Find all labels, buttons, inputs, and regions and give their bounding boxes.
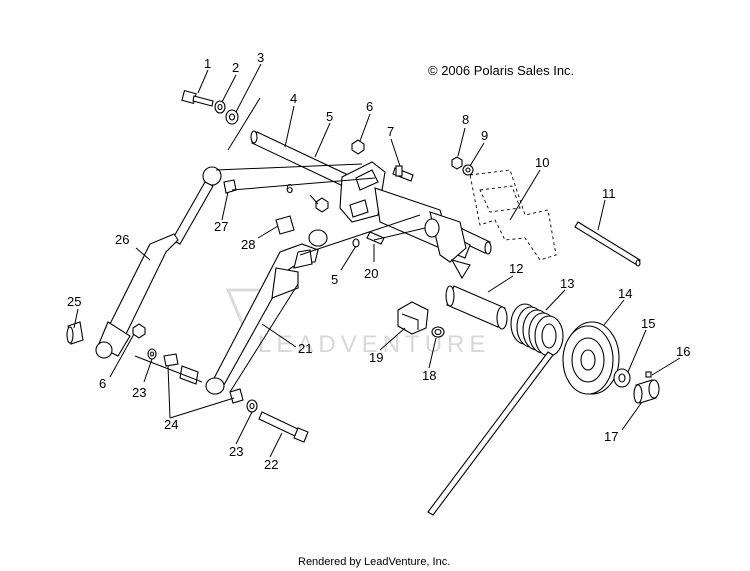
watermark-text: LEADVENTURE [258,331,490,358]
callout-26: 26 [115,232,129,247]
part-front-arm-5 [339,161,471,280]
part-a-arm-21 [205,229,328,395]
callout-13: 13 [560,276,574,291]
part-washer-9 [462,164,474,176]
callout-17: 17 [604,429,618,444]
callout-2: 2 [232,60,239,75]
callout-23: 23 [229,444,243,459]
callout-27: 27 [214,219,228,234]
callout-28: 28 [241,237,255,252]
callout-6-mid: 6 [286,181,293,196]
callout-6: 6 [366,99,373,114]
leader-lines [73,63,681,458]
callout-labels: 1 2 3 4 5 6 7 8 9 10 11 12 13 14 15 16 1… [67,50,690,472]
callout-7: 7 [387,124,394,139]
callout-19: 19 [369,350,383,365]
callout-18: 18 [422,368,436,383]
copyright-text: © 2006 Polaris Sales Inc. [428,63,574,78]
part-washer-5 [352,238,360,248]
part-bushing-27 [223,179,237,194]
callout-6-left: 6 [99,376,106,391]
part-washer-23a [147,348,157,360]
part-washer-3 [225,109,239,125]
part-washer-15 [613,368,631,388]
callout-16: 16 [676,344,690,359]
part-bushing-28 [275,215,295,235]
callout-23-left: 23 [132,385,146,400]
part-bolt-7 [392,165,414,182]
callout-11: 11 [602,186,616,201]
part-washer-2 [214,100,226,114]
part-bushing-24a [163,353,179,367]
part-bolt-1 [181,89,214,107]
part-clip-18 [431,326,445,338]
part-nut-8 [451,156,463,170]
part-torsion-spring-13 [427,303,564,516]
part-bushing-17 [633,379,660,404]
part-pin-16 [645,371,652,378]
footer-text: Rendered by LeadVenture, Inc. [298,556,450,568]
part-block-19 [397,301,429,335]
callout-24: 24 [164,417,178,432]
callout-5-lower: 5 [331,272,338,287]
callout-22: 22 [264,457,278,472]
part-shock-26 [95,166,222,359]
callout-12: 12 [509,261,523,276]
part-rod-11 [574,221,641,267]
callout-8: 8 [462,112,469,127]
part-pin-20 [366,231,385,245]
part-nut-6b [315,197,329,213]
callout-20: 20 [364,266,378,281]
callout-3: 3 [257,50,264,65]
callout-1: 1 [204,56,211,71]
part-washer-23b [246,399,258,413]
part-bushing-24b [229,388,244,404]
callout-14: 14 [618,286,632,301]
part-bushing-25 [66,321,84,345]
callout-10: 10 [535,155,549,170]
part-bolt-22 [258,411,309,443]
callout-4: 4 [290,91,297,106]
part-nut-6c [132,323,146,339]
callout-25: 25 [67,294,81,309]
callout-5: 5 [326,109,333,124]
callout-9: 9 [481,128,488,143]
part-sleeve-12 [445,285,508,330]
callout-21: 21 [298,341,312,356]
part-nut-6a [351,139,365,155]
callout-15: 15 [641,316,655,331]
part-rail-bracket-dashed [469,169,557,261]
part-idler-wheel-14 [562,321,620,395]
